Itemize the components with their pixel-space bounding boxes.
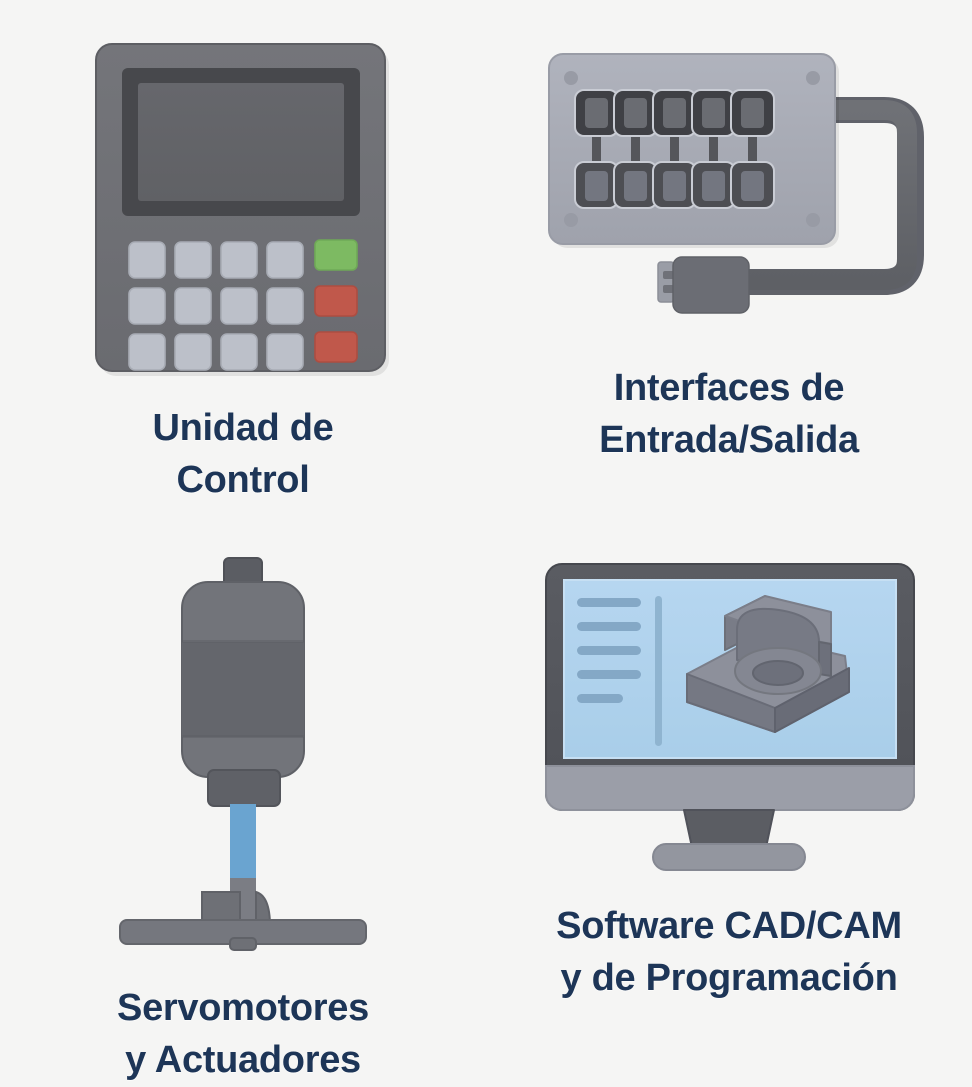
card-label-servo-actuators: Servomotores y Actuadores <box>117 987 369 1082</box>
card-label-cad-cam-software: Software CAD/CAM y de Programación <box>556 905 902 1000</box>
servomotor-actuator-icon <box>98 552 388 958</box>
card-label-io-interfaces: Interfaces de Entrada/Salida <box>599 367 859 462</box>
io-terminal-panel-icon <box>529 40 929 340</box>
cnc-control-unit-icon <box>93 40 393 380</box>
card-io-interfaces: Interfaces de Entrada/Salida <box>486 40 972 467</box>
card-label-control-unit: Unidad de Control <box>152 407 334 502</box>
card-servo-actuators: Servomotores y Actuadores <box>0 552 486 1087</box>
cad-cam-monitor-icon <box>529 552 929 872</box>
card-control-unit: Unidad de Control <box>0 40 486 507</box>
card-cad-cam-software: Software CAD/CAM y de Programación <box>486 552 972 1005</box>
